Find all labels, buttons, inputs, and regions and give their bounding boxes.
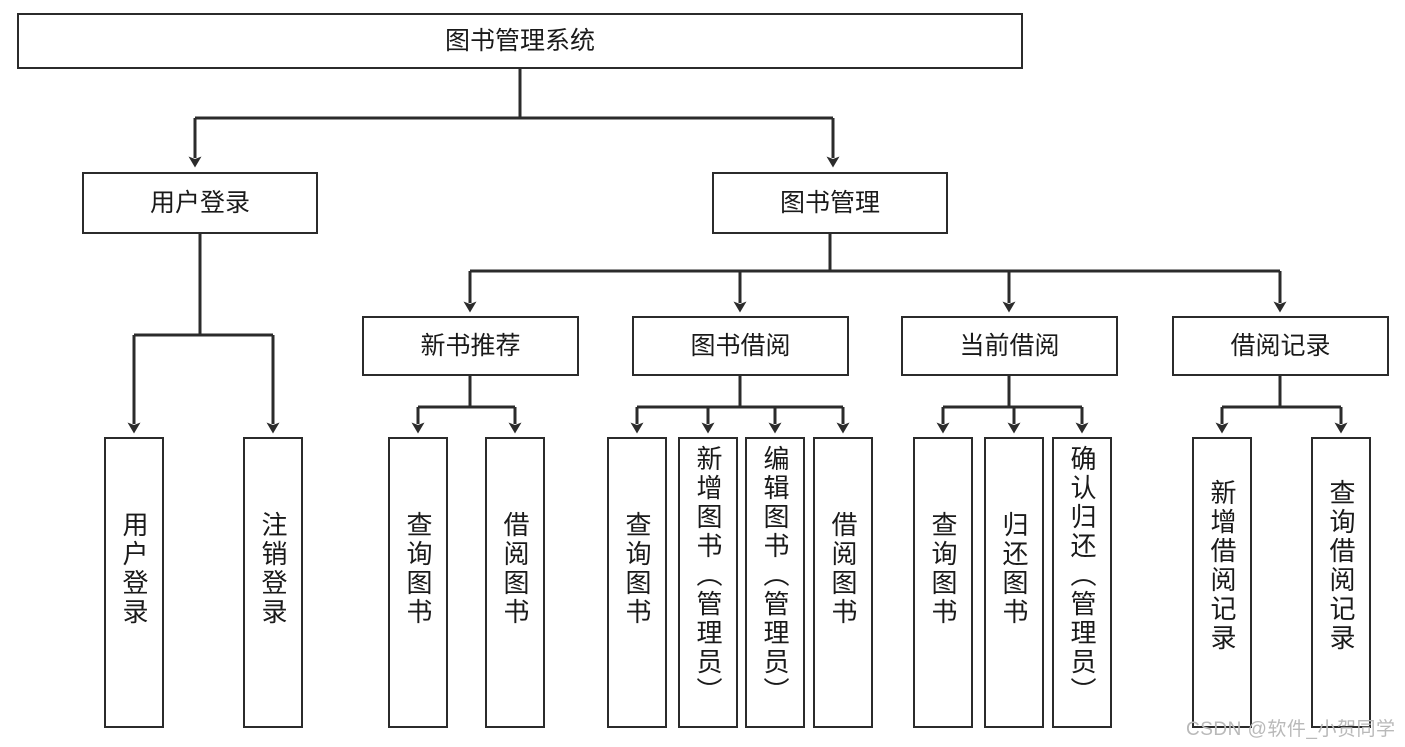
node-label: 注销登录 <box>258 511 288 627</box>
leaf-edit-book-admin[interactable]: 编辑图书（管理员） <box>745 437 805 728</box>
csdn-watermark: CSDN @软件_小贺同学 <box>1186 719 1396 740</box>
leaf-user-login[interactable]: 用户登录 <box>104 437 164 728</box>
node-label: 编辑图书（管理员） <box>760 445 790 706</box>
leaf-add-borrow-record[interactable]: 新增借阅记录 <box>1192 437 1252 728</box>
node-label: 图书管理 <box>779 189 880 217</box>
leaf-query-borrow-record[interactable]: 查询借阅记录 <box>1311 437 1371 728</box>
node-label: 借阅图书 <box>500 511 530 627</box>
leaf-logout[interactable]: 注销登录 <box>243 437 303 728</box>
node-book-borrow[interactable]: 图书借阅 <box>632 316 849 376</box>
leaf-borrow-book-recommend[interactable]: 借阅图书 <box>485 437 545 728</box>
node-label: 当前借阅 <box>959 332 1060 360</box>
node-new-book-recommend[interactable]: 新书推荐 <box>362 316 579 376</box>
leaf-add-book-admin[interactable]: 新增图书（管理员） <box>678 437 738 728</box>
leaf-query-book-recommend[interactable]: 查询图书 <box>388 437 448 728</box>
node-user-login[interactable]: 用户登录 <box>82 172 318 234</box>
node-label: 用户登录 <box>119 511 149 627</box>
node-label: 图书管理系统 <box>444 27 595 55</box>
node-label: 新书推荐 <box>420 332 521 360</box>
node-label: 用户登录 <box>149 189 250 217</box>
node-label: 确认归还（管理员） <box>1067 445 1097 706</box>
node-borrow-record[interactable]: 借阅记录 <box>1172 316 1389 376</box>
leaf-borrow-book[interactable]: 借阅图书 <box>813 437 873 728</box>
leaf-query-book-current[interactable]: 查询图书 <box>913 437 973 728</box>
node-label: 新增图书（管理员） <box>693 445 723 706</box>
node-label: 查询借阅记录 <box>1326 479 1356 653</box>
node-root-system[interactable]: 图书管理系统 <box>17 13 1023 69</box>
node-current-borrow[interactable]: 当前借阅 <box>901 316 1118 376</box>
node-label: 借阅记录 <box>1230 332 1331 360</box>
node-label: 新增借阅记录 <box>1207 479 1237 653</box>
node-book-management[interactable]: 图书管理 <box>712 172 948 234</box>
node-label: 查询图书 <box>403 511 433 627</box>
node-label: 图书借阅 <box>690 332 791 360</box>
leaf-return-book[interactable]: 归还图书 <box>984 437 1044 728</box>
leaf-confirm-return-admin[interactable]: 确认归还（管理员） <box>1052 437 1112 728</box>
node-label: 归还图书 <box>999 511 1029 627</box>
node-label: 查询图书 <box>622 511 652 627</box>
leaf-query-book-borrow[interactable]: 查询图书 <box>607 437 667 728</box>
node-label: 借阅图书 <box>828 511 858 627</box>
node-label: 查询图书 <box>928 511 958 627</box>
